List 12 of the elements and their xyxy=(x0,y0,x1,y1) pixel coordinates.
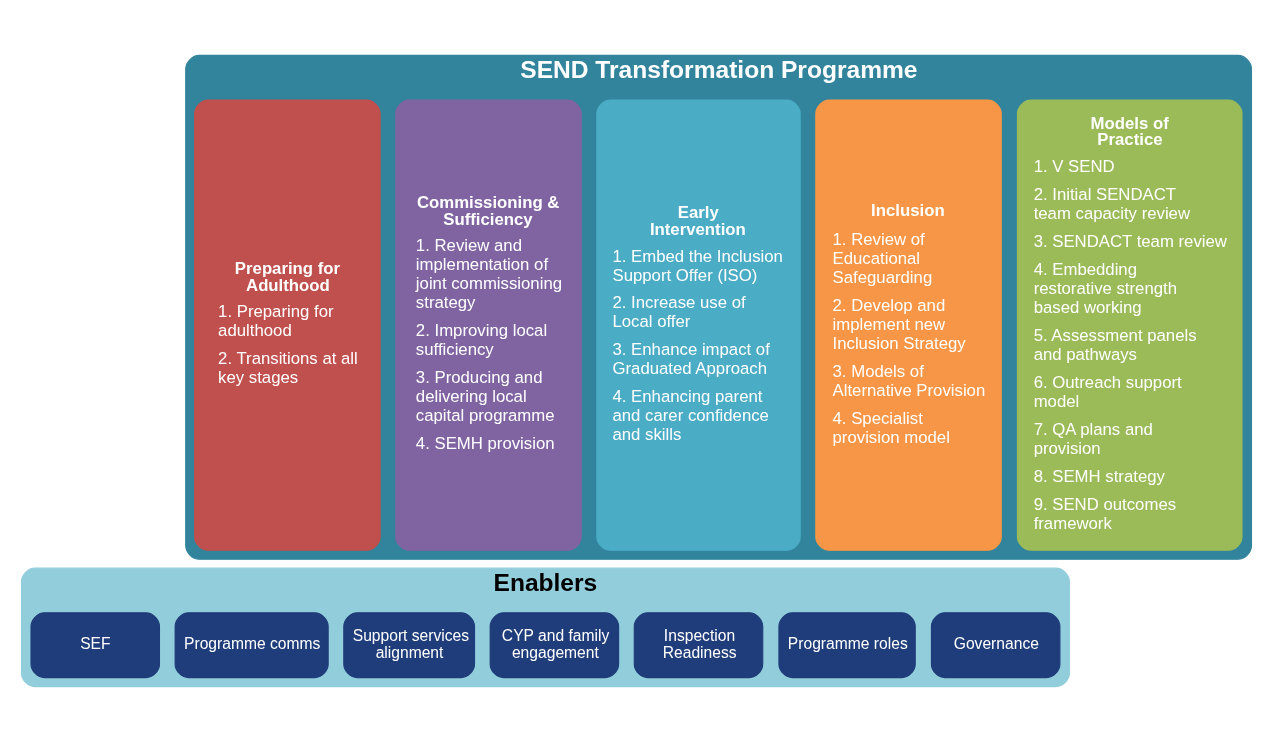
node-box: SEF xyxy=(30,612,161,679)
node-box: Support services alignment xyxy=(343,612,476,679)
node-box: Models of Practice 1. V SEND 2. Initial SENDACT team capacity review 3. SENDACT team review 4. Embedding restorative strength based working 5. Assessment panels and pathways 6. Outreach support model 7. QA plans and provision 8. SEMH strategy 9. SEND outcomes framework xyxy=(1016,99,1243,551)
node-box: Governance xyxy=(930,612,1061,679)
node-box: Early Intervention 1. Embed the Inclusion Support Offer (ISO) 2. Increase use of Local offer 3. Enhance impact of Graduated Approach 4. Enhancing parent and carer confidence and skills xyxy=(596,99,801,551)
node-box: CYP and family engagement xyxy=(489,612,620,679)
node-box: Commissioning & Sufficiency 1. Review and implementation of joint commissioning strategy 2. Improving local sufficiency 3. Producing and delivering local capital programme 4. SEMH provision xyxy=(395,99,582,551)
node-box: Inspection Readiness xyxy=(633,612,764,679)
node-box: Inclusion 1. Review of Educational Safeguarding 2. Develop and implement new Inclusion Strategy 3. Models of Alternative Provision 4. Specialist provision model xyxy=(815,99,1002,551)
node-box: Programme comms xyxy=(174,612,329,679)
node-box: Programme roles xyxy=(778,612,916,679)
node-box: Preparing for Adulthood 1. Preparing for adulthood 2. Transitions at all key stages xyxy=(194,99,381,551)
